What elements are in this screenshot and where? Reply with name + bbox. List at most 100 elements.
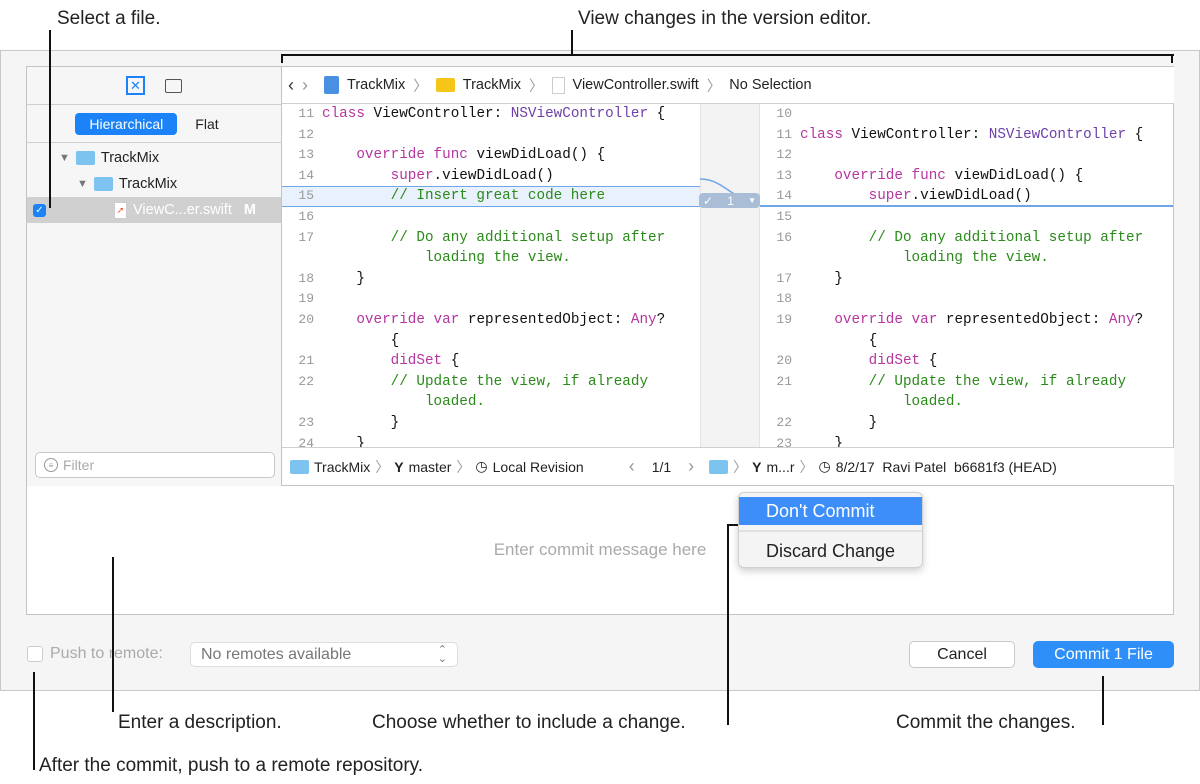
annotation-line: [1102, 676, 1104, 725]
code-token: loaded.: [800, 394, 964, 411]
changes-navigator-icon[interactable]: ✕: [126, 76, 145, 95]
annotation-choose-change: Choose whether to include a change.: [372, 712, 686, 733]
project-icon: [290, 459, 309, 474]
code-token: {: [800, 332, 878, 349]
line-number: [760, 248, 800, 269]
line-number: 17: [298, 229, 314, 245]
code-line: 23 }: [760, 434, 1173, 448]
code-text: override var representedObject: Any?: [322, 310, 665, 331]
line-number: 19: [776, 311, 792, 327]
code-line: 20 override var representedObject: Any?: [282, 310, 700, 331]
file-checkbox[interactable]: ✓: [33, 203, 46, 217]
branch-icon: Y: [752, 458, 762, 475]
remote-select[interactable]: No remotes available ⌃⌄: [190, 642, 458, 667]
annotation-bracket-tick: [1171, 54, 1173, 63]
code-line: 22 // Update the view, if already: [282, 372, 700, 393]
code-line: 12: [760, 145, 1173, 166]
code-token: }: [800, 270, 843, 287]
checkmark-icon: ✓: [703, 193, 714, 208]
tree-item-project[interactable]: ▼ TrackMix: [27, 145, 281, 171]
code-text: class ViewController: NSViewController {: [800, 125, 1143, 146]
local-revision[interactable]: Local Revision: [492, 458, 584, 475]
code-text: super.viewDidLoad(): [322, 166, 554, 187]
code-token: }: [800, 414, 878, 431]
code-line: 12: [282, 125, 700, 146]
line-number: 19: [298, 291, 314, 307]
annotation-push-remote: After the commit, push to a remote repos…: [39, 755, 424, 776]
code-line: 16: [282, 207, 700, 228]
code-token: // Update the view, if already: [800, 373, 1127, 390]
chevron-down-icon: ▼: [748, 196, 756, 205]
code-token: // Insert great code here: [322, 188, 606, 205]
head-revision[interactable]: 8/2/17 Ravi Patel b6681f3 (HEAD): [835, 458, 1057, 475]
swift-file-icon: [551, 76, 565, 94]
code-text: loading the view.: [800, 248, 1049, 269]
annotation-line: [727, 524, 729, 725]
code-line: 13 override func viewDidLoad() {: [282, 145, 700, 166]
next-change-icon[interactable]: ›: [688, 456, 695, 476]
jump-file[interactable]: ViewController.swift: [572, 77, 699, 93]
line-number: 22: [298, 373, 314, 389]
change-count: 1: [727, 193, 734, 208]
code-token: // Update the view, if already: [322, 373, 649, 390]
change-badge[interactable]: ✓ 1 ▼: [699, 193, 760, 208]
back-icon[interactable]: ‹: [288, 74, 294, 95]
tree-item-group[interactable]: ▼ TrackMix: [27, 171, 281, 197]
code-token: Any: [630, 311, 657, 328]
mode-flat[interactable]: Flat: [195, 115, 219, 132]
local-branch[interactable]: master: [408, 458, 452, 475]
separator-icon: 〉: [375, 458, 390, 475]
change-menu: Don't Commit Discard Change: [738, 492, 923, 568]
disclosure-triangle-icon[interactable]: ▼: [59, 152, 70, 164]
tree-item-file[interactable]: ✓ ➚ ViewC...er.swift M: [27, 197, 281, 223]
code-line: 24 }: [282, 434, 700, 448]
project-icon: [75, 151, 95, 165]
change-counter: 1/1: [651, 458, 672, 475]
project-icon: [709, 459, 729, 474]
code-token: loading the view.: [322, 250, 571, 267]
tree-label: TrackMix: [100, 150, 160, 166]
code-token: representedObject:: [467, 311, 631, 328]
local-project[interactable]: TrackMix: [314, 458, 371, 475]
code-token: class: [322, 106, 374, 122]
code-text: didSet {: [322, 351, 460, 372]
line-number: 21: [298, 353, 314, 369]
commit-button[interactable]: Commit 1 File: [1033, 641, 1174, 668]
folder-icon[interactable]: [165, 78, 182, 93]
jump-project[interactable]: TrackMix: [347, 77, 406, 93]
branch-icon: Y: [394, 458, 404, 475]
cancel-button[interactable]: Cancel: [909, 641, 1015, 668]
updown-chevron-icon: ⌃⌄: [437, 644, 447, 665]
jump-selection[interactable]: No Selection: [729, 77, 812, 93]
menu-dont-commit[interactable]: Don't Commit: [739, 497, 922, 525]
head-branch[interactable]: m...r: [766, 458, 795, 475]
code-line: 20 didSet {: [760, 351, 1173, 372]
annotation-line: [33, 672, 35, 770]
mode-hierarchical[interactable]: Hierarchical: [75, 112, 178, 135]
disclosure-triangle-icon[interactable]: ▼: [77, 178, 88, 190]
forward-icon[interactable]: ›: [302, 74, 308, 95]
push-checkbox[interactable]: [27, 646, 43, 662]
menu-discard-change[interactable]: Discard Change: [766, 541, 896, 561]
code-token: loaded.: [322, 394, 486, 411]
line-number: 23: [776, 435, 792, 448]
swift-file-icon: ➚: [114, 201, 127, 219]
prev-change-icon[interactable]: ‹: [628, 456, 635, 476]
tree-label: TrackMix: [118, 176, 178, 192]
code-line: 19: [282, 289, 700, 310]
code-token: super: [390, 167, 434, 184]
code-line: 17 // Do any additional setup after: [282, 228, 700, 249]
code-token: ViewController:: [373, 106, 511, 122]
commit-message-input[interactable]: Enter commit message here: [27, 486, 1173, 614]
code-token: override func: [834, 167, 955, 184]
code-token: }: [322, 270, 365, 287]
tree-label: ViewC...er.swift: [133, 202, 232, 218]
filter-input[interactable]: ≡ Filter: [35, 452, 275, 478]
jump-group[interactable]: TrackMix: [462, 77, 522, 93]
annotation-bracket: [282, 54, 1174, 56]
revision-bar: TrackMix〉 Y master〉 ◷ Local Revision ‹ 1…: [282, 447, 1174, 486]
